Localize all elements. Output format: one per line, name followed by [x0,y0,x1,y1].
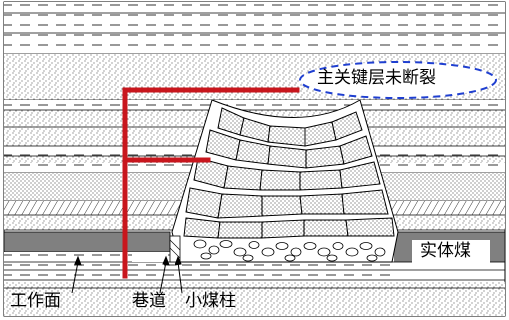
solid-coal-label: 实体煤 [420,241,471,261]
caved-zone [171,99,399,263]
solid-coal-label-box [412,240,490,266]
roadway-label: 巷道 [132,291,166,311]
red-bracket [122,87,300,279]
small-coal-pillar-label: 小煤柱 [185,291,236,311]
working-face-label: 工作面 [10,291,61,311]
unbroken-key-layer-ellipse [299,61,497,99]
rubble [193,239,386,262]
pointer-arrows [71,255,183,294]
roadway-area [132,235,181,263]
top-strata [4,2,505,55]
key-layer-unbroken-label: 主关键层未断裂 [317,68,436,88]
